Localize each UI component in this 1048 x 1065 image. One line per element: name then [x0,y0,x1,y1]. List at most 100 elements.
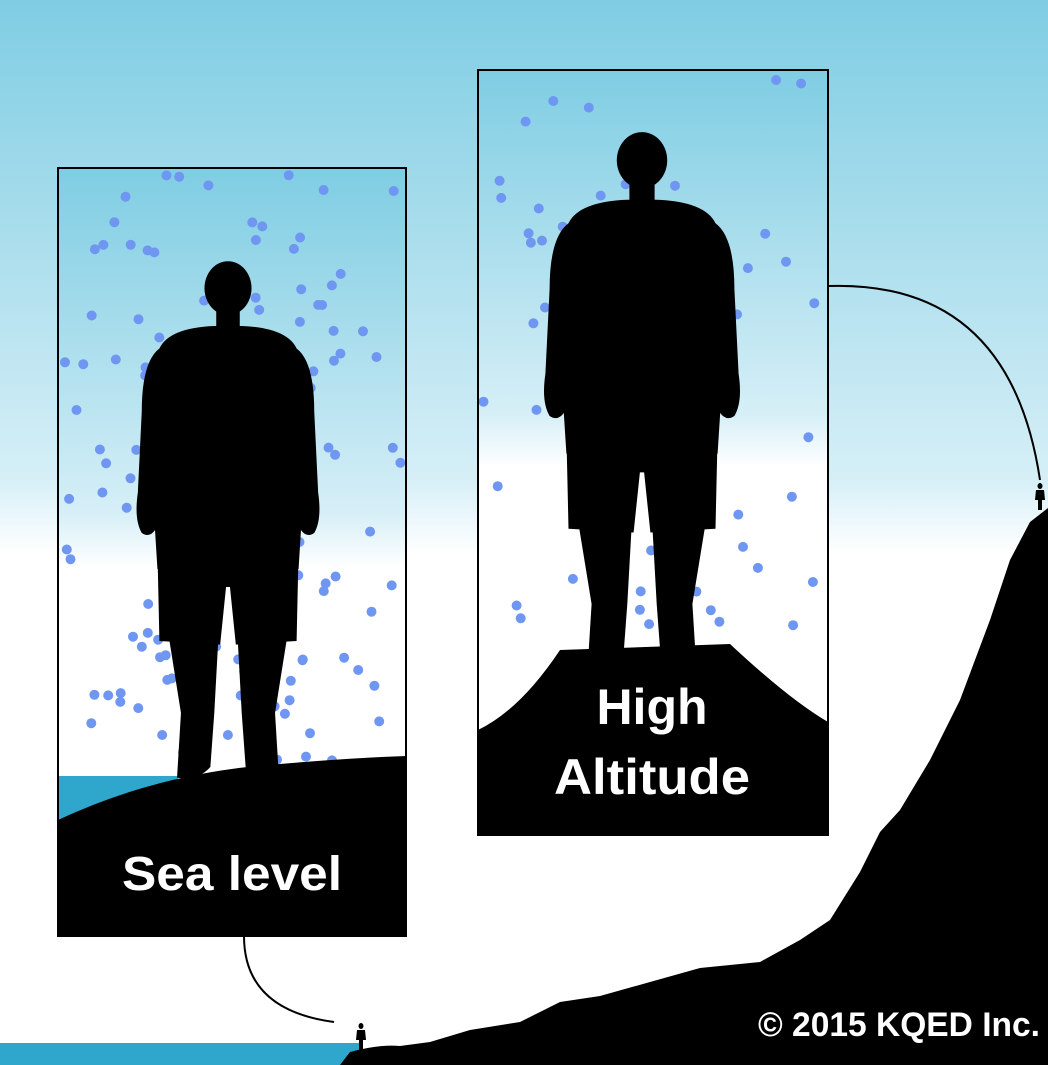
air-molecule [78,359,88,369]
air-molecule [295,233,305,243]
air-molecule [133,703,143,713]
air-molecule [128,632,138,642]
air-molecule [526,238,536,248]
sea-level-panel: Sea level [58,168,406,936]
air-molecule [317,300,327,310]
air-molecule [90,244,100,254]
air-molecule [534,204,544,214]
air-molecule [111,355,121,365]
air-molecule [369,681,379,691]
air-molecule [808,577,818,587]
air-molecule [584,103,594,113]
air-molecule [479,397,489,407]
air-molecule [372,352,382,362]
air-molecule [336,269,346,279]
air-molecule [60,357,70,367]
air-molecule [496,193,506,203]
air-molecule [174,172,184,182]
air-molecule [644,619,654,629]
air-molecule [329,326,339,336]
air-molecule [116,688,126,698]
air-molecule [296,284,306,294]
air-molecule [670,181,680,191]
air-molecule [365,527,375,537]
air-molecule [358,326,368,336]
air-molecule [223,730,233,740]
air-molecule [154,333,164,343]
air-molecule [66,554,76,564]
air-molecule [295,317,305,327]
air-molecule [331,572,341,582]
air-molecule [115,697,125,707]
air-molecule [389,186,399,196]
air-molecule [636,586,646,596]
air-molecule [540,303,550,313]
air-molecule [353,665,363,675]
air-molecule [787,492,797,502]
air-molecule [516,613,526,623]
air-molecule [87,311,97,321]
air-molecule [89,690,99,700]
air-molecule [771,75,781,85]
air-molecule [155,652,165,662]
air-molecule [532,405,542,415]
air-molecule [137,642,147,652]
air-molecule [143,599,153,609]
air-molecule [568,574,578,584]
air-molecule [98,240,108,250]
air-molecule [126,240,136,250]
air-molecule [143,628,153,638]
air-molecule [284,170,294,180]
air-molecule [521,117,531,127]
air-molecule [162,170,172,180]
air-molecule [103,690,113,700]
air-molecule [329,356,339,366]
air-molecule [101,458,111,468]
air-molecule [289,244,299,254]
air-molecule [733,510,743,520]
air-molecule [388,443,398,453]
air-molecule [251,235,261,245]
air-molecule [339,653,349,663]
air-molecule [64,494,74,504]
air-molecule [760,229,770,239]
air-molecule [548,96,558,106]
air-molecule [247,217,257,227]
air-molecule [157,730,167,740]
air-molecule [753,563,763,573]
air-molecule [324,443,334,453]
air-molecule [524,228,534,238]
air-molecule [298,655,308,665]
air-molecule [537,236,547,246]
air-molecule [528,318,538,328]
air-molecule [72,405,82,415]
air-molecule [122,503,132,513]
air-molecule [367,607,377,617]
high-altitude-panel: High Altitude [478,70,828,835]
air-molecule [203,180,213,190]
air-molecule [596,191,606,201]
air-molecule [251,293,261,303]
air-molecule [781,257,791,267]
air-molecule [301,752,311,762]
air-molecule [803,432,813,442]
air-molecule [738,542,748,552]
air-molecule [254,305,264,315]
air-molecule [387,580,397,590]
air-molecule [62,545,72,555]
air-molecule [126,473,136,483]
air-molecule [95,445,105,455]
sea-level-label: Sea level [122,848,342,901]
air-molecule [788,620,798,630]
air-molecule [395,458,405,468]
air-molecule [286,676,296,686]
air-molecule [495,176,505,186]
air-molecule [374,716,384,726]
air-molecule [319,185,329,195]
air-molecule [280,709,290,719]
high-altitude-label-line1: High [596,679,707,735]
air-molecule [321,578,331,588]
air-molecule [714,617,724,627]
air-molecule [796,79,806,89]
